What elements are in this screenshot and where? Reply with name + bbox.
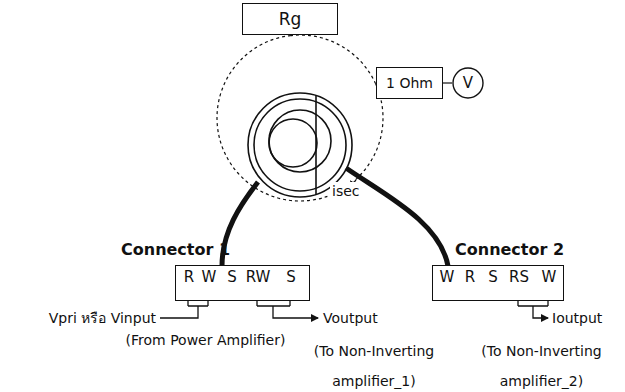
component-box: 1 Ohm: [376, 67, 443, 99]
component-box: Rg: [242, 3, 338, 35]
pin-name: S: [488, 268, 498, 286]
signal-name: Ioutput: [552, 309, 618, 327]
note: (To Non-Inverting amplifier_1): [290, 336, 458, 392]
pin-name: W: [440, 268, 455, 286]
pin-name: RW: [246, 268, 271, 286]
connector-heading: Connector 2: [455, 240, 564, 259]
pin-name: RS: [509, 268, 529, 286]
pin-name: W: [202, 268, 217, 286]
pin-name: S: [286, 268, 296, 286]
current-label: isec: [330, 182, 362, 200]
pin-name: S: [227, 268, 237, 286]
pin-name: R: [184, 268, 194, 286]
secondary-loop: [290, 35, 375, 83]
signal-name: Vpri หรือ Vinput: [8, 309, 156, 327]
meter-letter: V: [463, 74, 473, 92]
secondary-loop: [217, 36, 383, 201]
note: (To Non-Inverting amplifier_2): [463, 336, 620, 392]
pin-name: W: [542, 268, 557, 286]
signal-name: Voutput: [323, 309, 403, 327]
connector-heading: Connector 1: [121, 240, 230, 259]
component-label: 1 Ohm: [386, 75, 433, 91]
voltmeter-symbol: V: [452, 67, 484, 99]
component-label: Rg: [279, 9, 302, 29]
pin-name: R: [465, 268, 475, 286]
connector-block: Connector 1RWSRWS: [175, 265, 310, 301]
meter-lead: [443, 82, 452, 83]
connector-block: Connector 2WRSRSW: [432, 265, 564, 301]
note: (From Power Amplifier): [98, 331, 313, 349]
